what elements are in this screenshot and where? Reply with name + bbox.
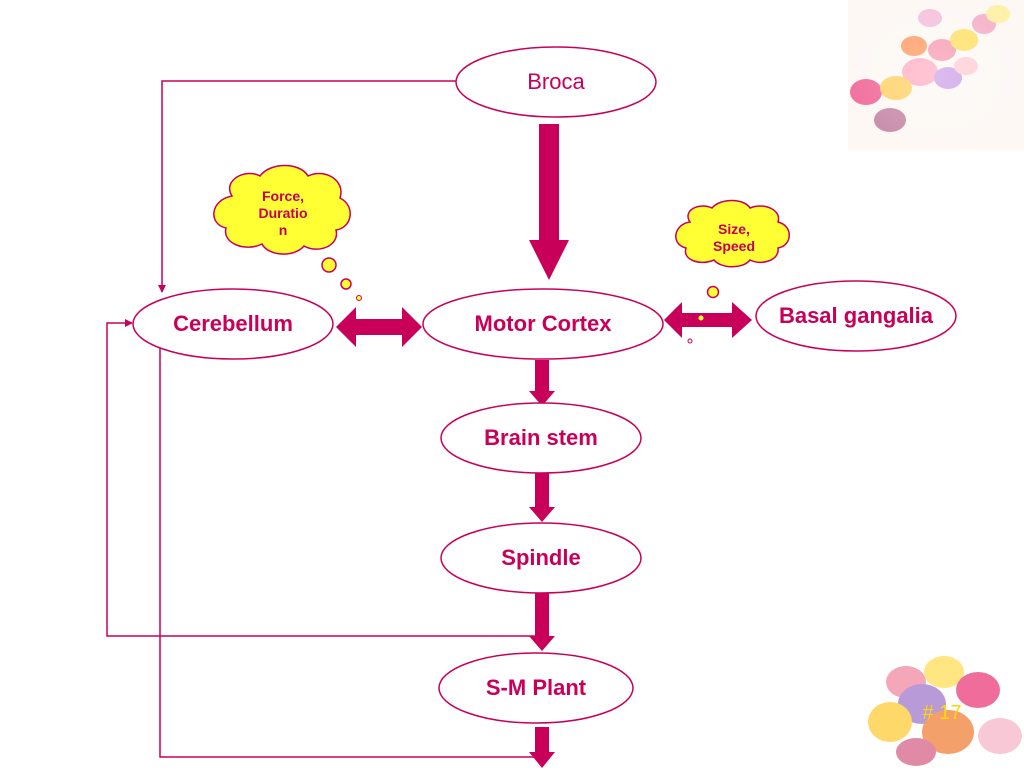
node-spindle-shape (440, 522, 642, 594)
node-basal-gangalia-shape (755, 280, 957, 352)
cloud-force-duration-label: Force, Duratio n (238, 182, 328, 244)
node-broca-label: Broca (527, 69, 585, 94)
cloud-size-speed (675, 199, 790, 268)
cloud-force-bubble-medium (340, 278, 352, 290)
node-brain-stem-shape (440, 402, 642, 474)
candy-eggs-bottom-right-image (868, 656, 1022, 766)
cloud-force-bubble-large (321, 257, 337, 273)
cloud-force-line-3: n (278, 221, 288, 238)
cloud-force-line-2: Duratio (258, 204, 308, 221)
node-cerebellum-label: Cerebellum (173, 311, 293, 336)
connector-spindle-to-cerebellum (106, 319, 541, 637)
node-sm-plant-label: S-M Plant (485, 675, 587, 700)
cloud-size-bubble-large (706, 285, 720, 299)
node-brain-stem-label: Brain stem (484, 425, 598, 450)
connector-broca-to-cerebellum (158, 80, 456, 293)
node-basal-gangalia-label: Basal gangalia (778, 303, 934, 328)
arrow-brain-stem-to-spindle (529, 473, 555, 522)
node-sm-plant-shape (438, 652, 634, 724)
node-cerebellum-shape (132, 288, 334, 360)
connector-plant-to-cerebellum (156, 327, 541, 758)
arrow-sm-plant-out (529, 727, 555, 768)
node-motor-cortex-shape (422, 288, 664, 360)
cloud-force-bubble-small (356, 295, 362, 301)
cloud-force-duration (213, 164, 351, 255)
candy-eggs-top-right-image (848, 0, 1024, 150)
cloud-size-line-1: Size, (718, 221, 750, 237)
arrow-motor-cortex-to-brain-stem (529, 360, 555, 406)
cloud-size-bubble-medium (697, 314, 705, 322)
node-motor-cortex-label: Motor Cortex (474, 311, 612, 336)
cloud-size-line-2: Speed (712, 238, 755, 254)
arrow-spindle-to-sm-plant (529, 593, 555, 651)
node-broca-shape (455, 46, 657, 118)
cloud-size-speed-label: Size, Speed (694, 216, 774, 260)
arrow-broca-to-motor-cortex (529, 124, 569, 280)
double-arrow-motor-cortex-basal-gangalia (664, 302, 752, 338)
slide-number: # 17 (922, 701, 962, 724)
cloud-size-bubble-small (687, 338, 693, 344)
double-arrow-cerebellum-motor-cortex (336, 307, 422, 347)
cloud-force-line-1: Force, (261, 187, 304, 204)
node-spindle-label: Spindle (501, 545, 581, 570)
